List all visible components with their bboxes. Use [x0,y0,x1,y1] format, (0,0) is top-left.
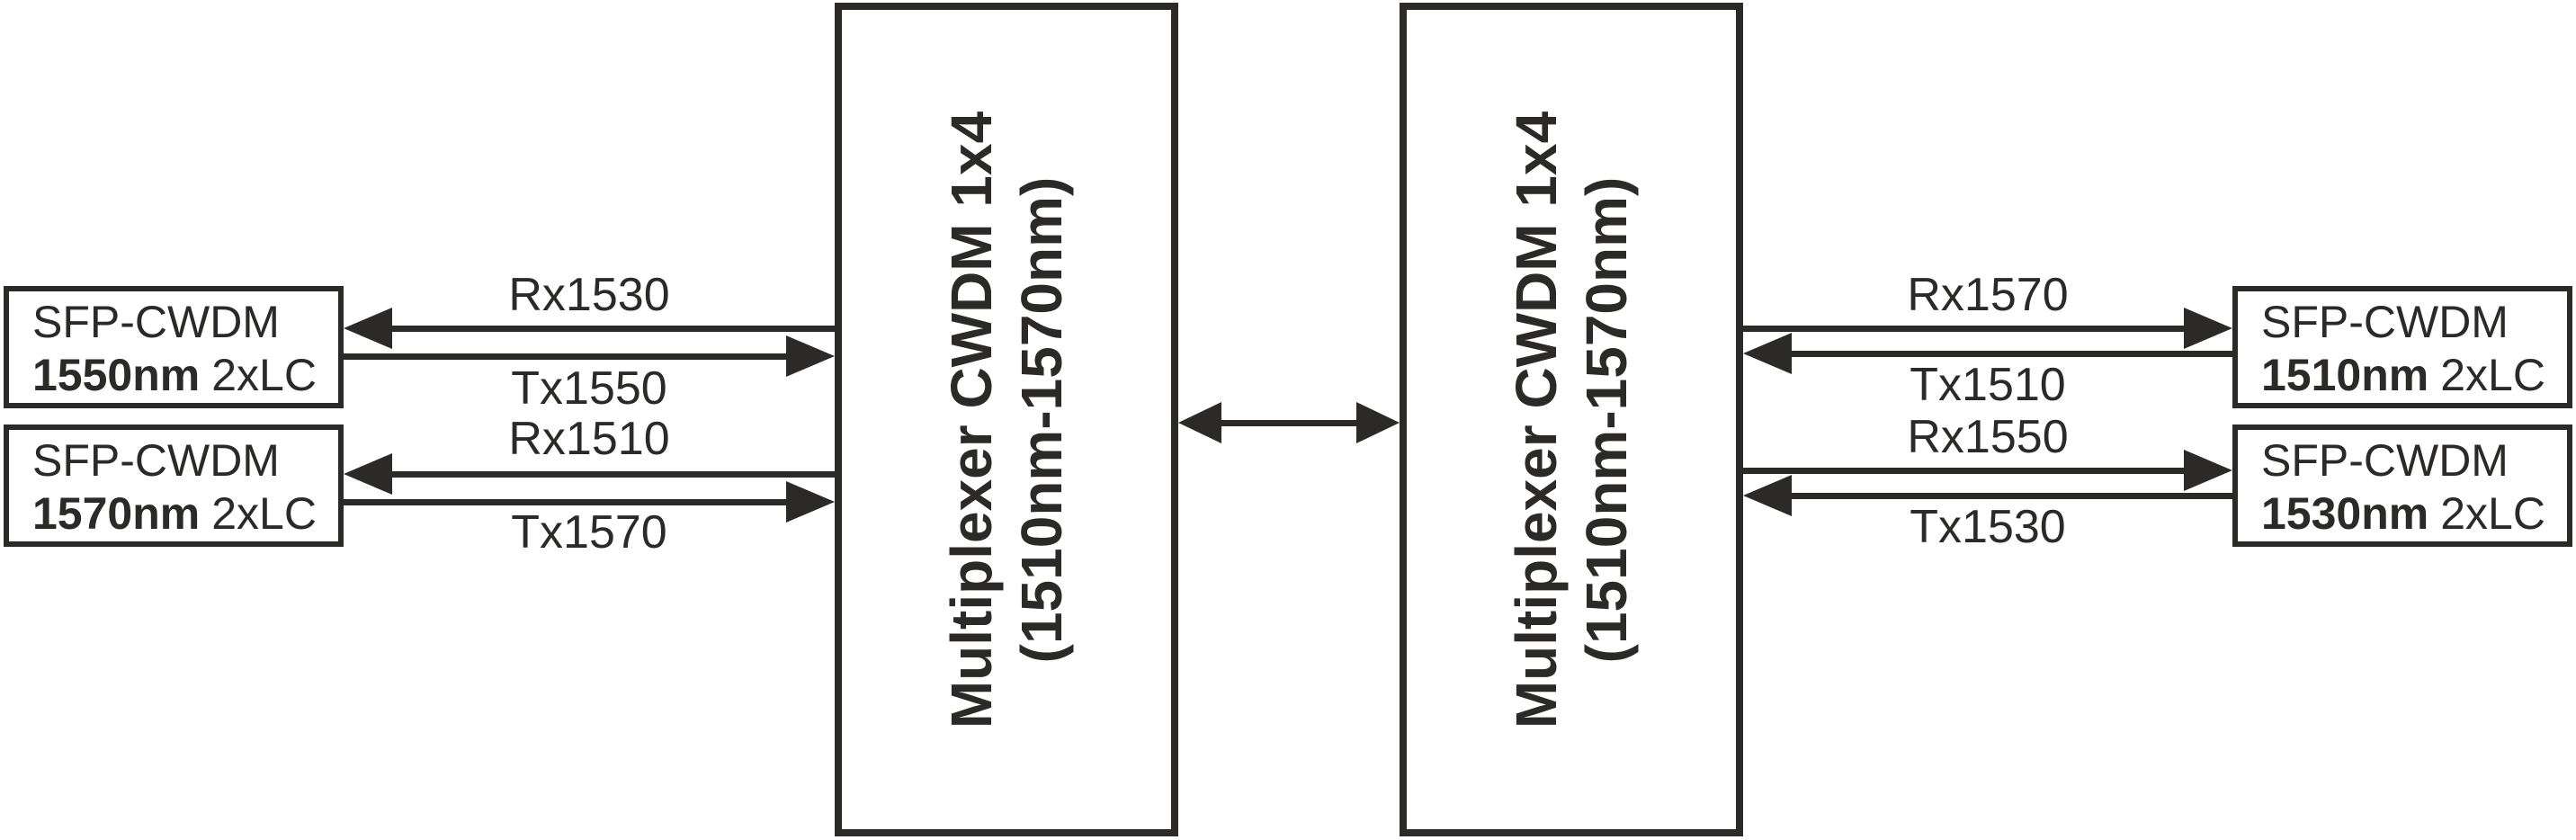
sfp-wavelength-label: 1510nm [2261,350,2429,400]
mux-range-label: (1510nm-1570nm) [1009,176,1074,663]
link-label-rx1550: Rx1550 [1907,411,2069,463]
link-label-tx1530: Tx1530 [1910,501,2066,553]
fiber-line [1218,420,1360,426]
mux-left-box: Multiplexer CWDM 1x4 (1510nm-1570nm) [835,3,1178,836]
trunk-link [1178,402,1400,443]
arrowhead-right-icon [2184,308,2232,349]
arrowhead-right-icon [1356,402,1400,443]
link-rx1550 [1743,450,2232,491]
sfp-connector-label: 2xLC [211,488,317,539]
fiber-line [344,499,792,505]
link-label-rx1510: Rx1510 [508,413,670,465]
link-label-rx1530: Rx1530 [508,269,670,321]
link-rx1570 [1743,308,2232,349]
fiber-line [1786,493,2232,499]
sfp-wavelength-label: 1570nm [32,488,201,539]
fiber-line [1743,326,2189,332]
sfp-connector-label: 2xLC [211,350,317,400]
sfp-wavelength-label: 1550nm [32,350,201,400]
sfp-connector-label: 2xLC [2440,488,2545,539]
sfp-model-label: SFP-CWDM [32,435,280,486]
fiber-line [1786,351,2232,357]
link-label-rx1570: Rx1570 [1907,269,2069,321]
arrowhead-left-icon [344,308,392,349]
arrowhead-right-icon [786,335,835,377]
link-tx1570 [344,481,835,523]
sfp-wavelength-label: 1530nm [2261,488,2429,539]
arrowhead-left-icon [1743,333,1792,374]
mux-name-label: Multiplexer CWDM 1x4 [939,111,1004,728]
link-rx1530 [344,308,835,349]
link-rx1510 [344,453,835,495]
arrowhead-left-icon [344,453,392,495]
arrowhead-right-icon [2184,450,2232,491]
sfp-model-label: SFP-CWDM [2261,297,2509,347]
arrowhead-right-icon [786,481,835,523]
fiber-line [387,326,835,332]
mux-name-label: Multiplexer CWDM 1x4 [1504,111,1569,728]
fiber-line [344,353,792,360]
link-tx1550 [344,335,835,377]
fiber-line [1743,468,2189,474]
link-tx1510 [1743,333,2232,374]
link-label-tx1550: Tx1550 [511,362,667,415]
arrowhead-left-icon [1743,475,1792,516]
mux-right-box: Multiplexer CWDM 1x4 (1510nm-1570nm) [1400,3,1743,836]
link-tx1530 [1743,475,2232,516]
arrowhead-left-icon [1178,402,1221,443]
sfp-connector-label: 2xLC [2440,350,2545,400]
sfp-model-label: SFP-CWDM [32,297,280,347]
link-label-tx1510: Tx1510 [1910,359,2066,411]
fiber-line [387,471,835,478]
sfp-model-label: SFP-CWDM [2261,435,2509,486]
link-label-tx1570: Tx1570 [511,506,667,559]
mux-range-label: (1510nm-1570nm) [1574,176,1639,663]
